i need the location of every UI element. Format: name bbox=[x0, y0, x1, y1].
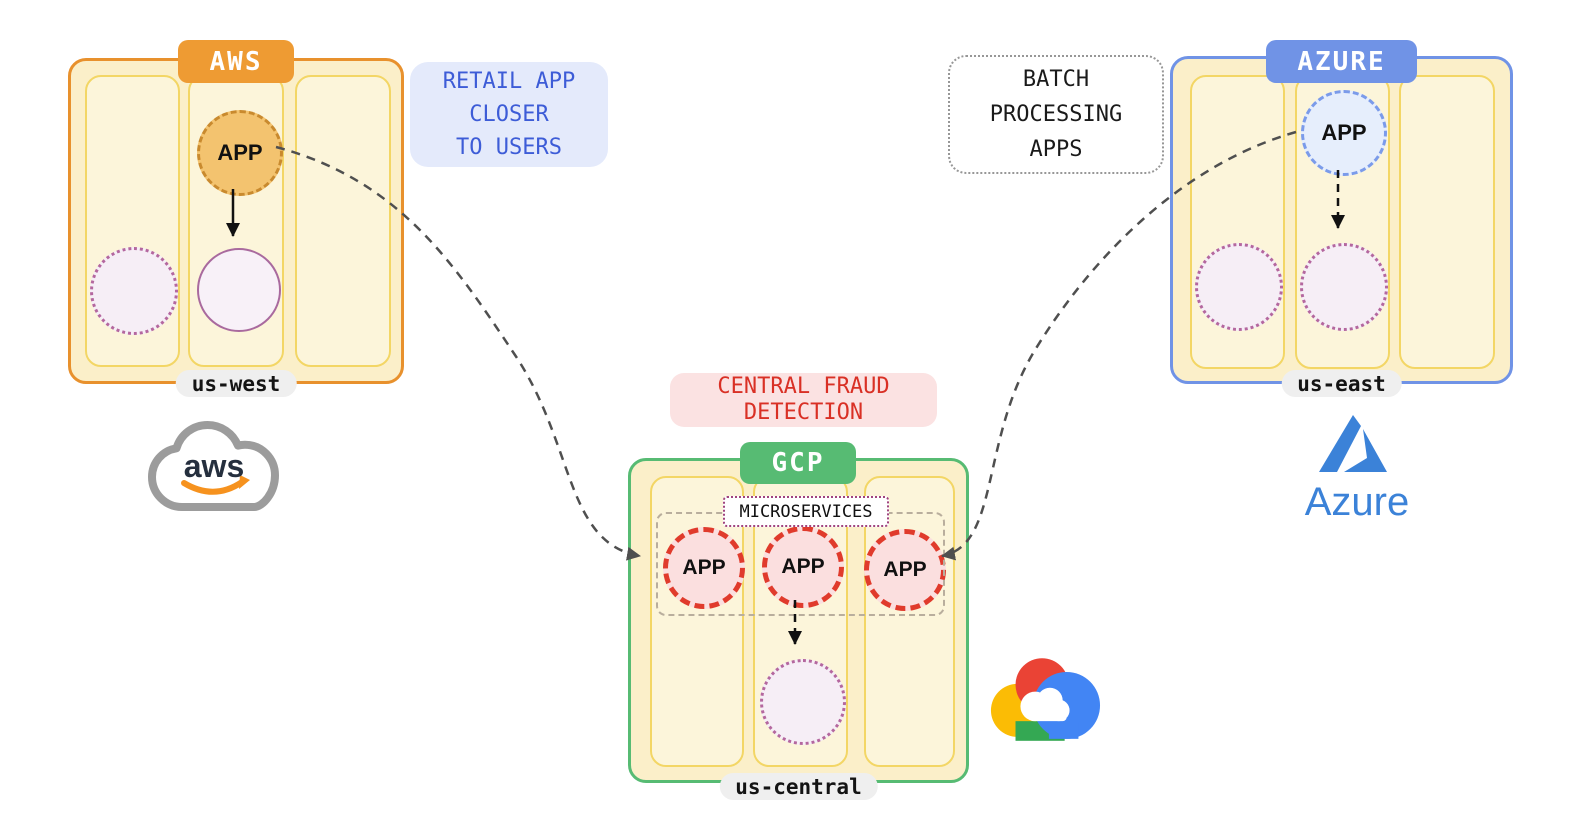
aws-zone-3 bbox=[295, 75, 391, 367]
batch-processing-note-line: BATCH bbox=[1022, 67, 1090, 92]
retail-app-note: RETAIL APP CLOSER TO USERS bbox=[410, 62, 608, 167]
aws-cloud-logo: aws bbox=[140, 420, 288, 522]
azure-region-label: us-east bbox=[1281, 370, 1402, 397]
aws-target-node bbox=[197, 248, 281, 332]
microservices-label: MICROSERVICES bbox=[723, 496, 889, 527]
aws-region-label: us-west bbox=[175, 370, 297, 397]
aws-placeholder-node bbox=[90, 247, 178, 335]
batch-processing-note: BATCH PROCESSING APPS bbox=[948, 55, 1164, 174]
retail-app-note-line: RETAIL APP bbox=[442, 69, 576, 94]
aws-badge: AWS bbox=[178, 40, 294, 83]
gcp-cloud-icon bbox=[990, 658, 1101, 741]
azure-placeholder-node-2 bbox=[1300, 243, 1388, 331]
gcp-app-node-2: APP bbox=[762, 526, 844, 608]
gcp-region: APP APP APP MICROSERVICES GCP us-central bbox=[628, 442, 969, 800]
central-fraud-note-line: DETECTION bbox=[743, 400, 864, 425]
gcp-app-node-1: APP bbox=[663, 527, 745, 609]
batch-processing-note-line: APPS bbox=[1029, 137, 1083, 162]
azure-app-node: APP bbox=[1301, 90, 1387, 176]
microservices-group-box bbox=[656, 512, 945, 616]
retail-app-note-line: CLOSER bbox=[469, 102, 549, 127]
azure-logo: Azure bbox=[1293, 413, 1421, 525]
aws-cloud-icon bbox=[148, 421, 279, 511]
retail-app-note-line: TO USERS bbox=[456, 135, 562, 160]
gcp-placeholder-node bbox=[760, 659, 846, 745]
gcp-region-label: us-central bbox=[719, 773, 878, 800]
gcp-cloud-logo bbox=[988, 653, 1102, 750]
azure-logo-mark bbox=[1319, 415, 1387, 472]
gcp-badge: GCP bbox=[740, 442, 856, 484]
azure-badge: AZURE bbox=[1266, 40, 1417, 83]
central-fraud-note-line: CENTRAL FRAUD bbox=[717, 374, 890, 399]
aws-region: APP AWS us-west bbox=[68, 40, 404, 397]
azure-placeholder-node-1 bbox=[1195, 243, 1283, 331]
aws-app-node: APP bbox=[197, 110, 283, 196]
azure-region: APP AZURE us-east bbox=[1170, 40, 1513, 397]
aws-logo-text: aws bbox=[183, 448, 245, 484]
azure-zone-3 bbox=[1399, 75, 1495, 369]
azure-logo-text: Azure bbox=[1304, 480, 1410, 524]
batch-processing-note-line: PROCESSING bbox=[989, 102, 1123, 127]
central-fraud-note: CENTRAL FRAUD DETECTION bbox=[670, 373, 937, 427]
